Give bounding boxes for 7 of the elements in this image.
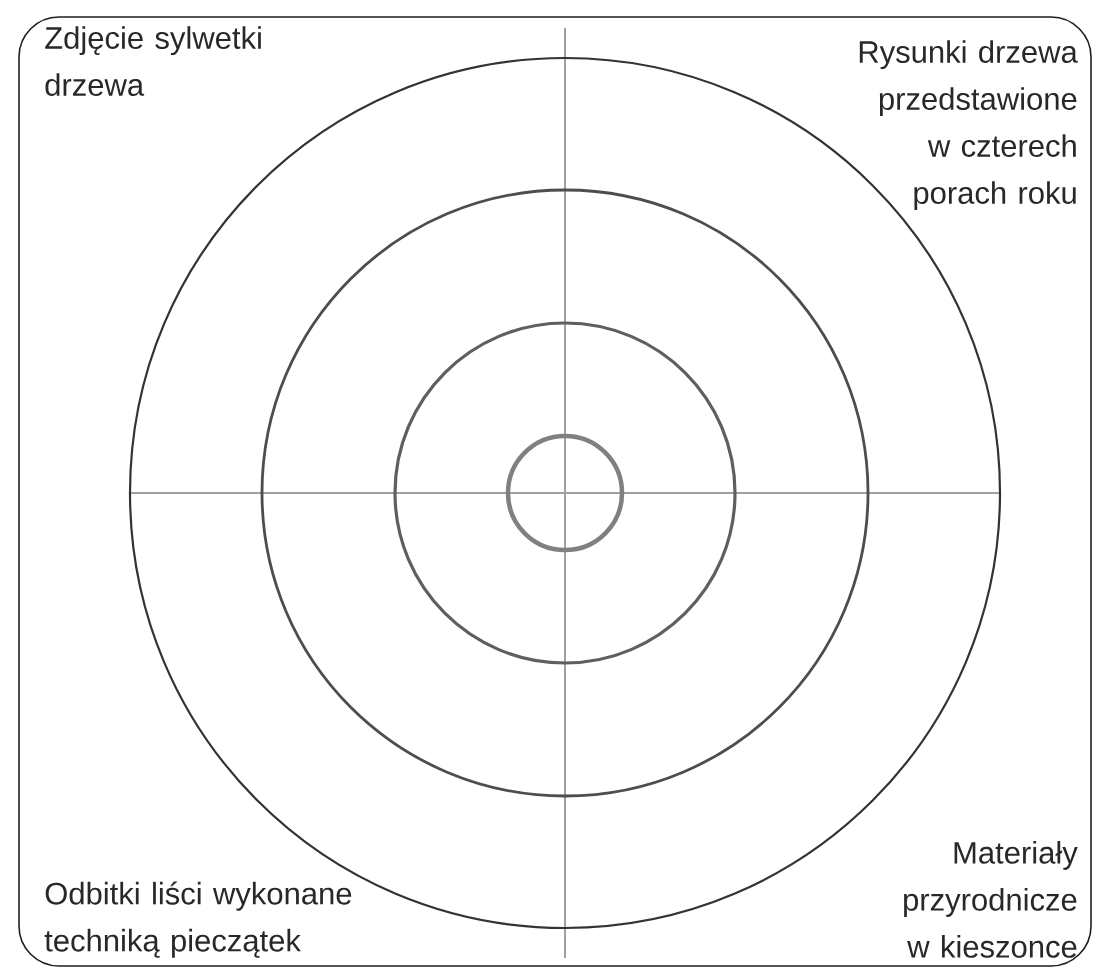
corner-label: Rysunki drzewa przedstawione w czterech porach roku — [859, 40, 1078, 211]
ring — [505, 433, 625, 553]
ring — [260, 188, 870, 798]
corner-label: Materiały przyrodnicze w kieszonce — [904, 841, 1078, 958]
corner-label: Odbitki liści wykonane techniką pieczątek — [44, 881, 352, 958]
corner-label: Zdjęcie sylwetki drzewa — [45, 26, 261, 96]
ring — [393, 321, 737, 665]
